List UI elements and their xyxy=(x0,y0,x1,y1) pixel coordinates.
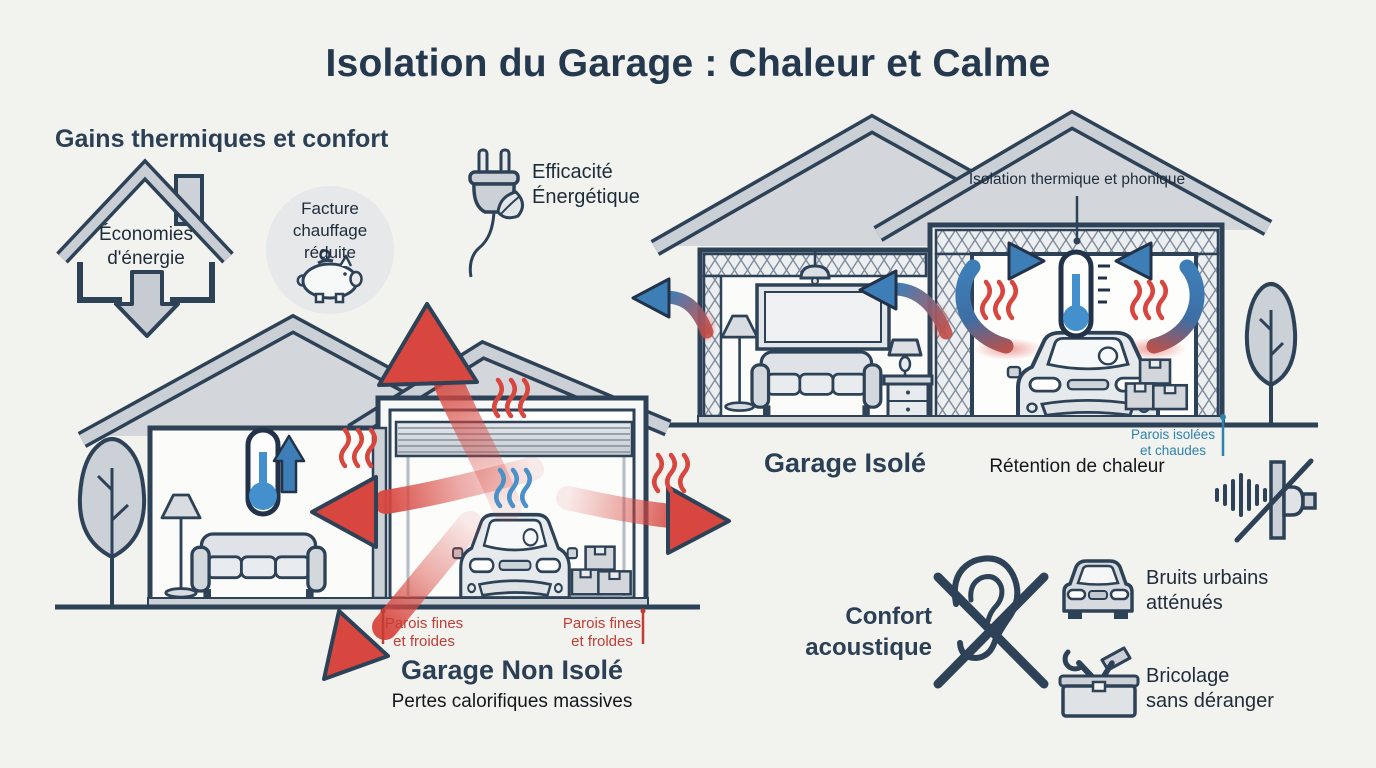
insulated-garage-caption: Rétention de chaleur xyxy=(989,456,1165,477)
callout-lines xyxy=(380,196,1226,644)
heat-retention-arrows xyxy=(631,241,1205,354)
side-table-icon xyxy=(882,338,934,420)
acoustic-section-heading: Confort acoustique xyxy=(805,603,932,662)
diy-toolbox-icon xyxy=(1058,646,1140,718)
piggy-bank-icon xyxy=(296,249,363,304)
thermal-section-heading: Gains thermiques et confort xyxy=(55,125,389,153)
thermometer-warm-icon xyxy=(1058,249,1110,339)
urban-noise-label: Bruits urbains atténués xyxy=(1146,567,1269,615)
insulated-wall-note: Parois isolées et chaudes xyxy=(1130,427,1216,458)
energy-savings-label: Économies d'énergie xyxy=(99,224,193,269)
uninsulated-garage-title: Garage Non Isolé xyxy=(400,655,624,685)
sound-blocked-icon xyxy=(1215,458,1317,543)
reduced-bill-label: Facture chauffage réduite xyxy=(292,199,368,262)
tree-icon xyxy=(77,437,147,605)
urban-noise-car-icon xyxy=(1062,559,1134,619)
pendant-lamp-icon xyxy=(799,252,831,285)
thermometer-cold-icon xyxy=(245,427,281,517)
insulation-callout: Isolation thermique et phonique xyxy=(968,171,1186,188)
page-title: Isolation du Garage : Chaleur et Calme xyxy=(325,42,1051,85)
diy-label: Bricolage sans déranger xyxy=(1146,665,1274,713)
insulated-garage-title: Garage Isolé xyxy=(763,448,927,478)
picture-frame-icon xyxy=(755,283,891,351)
energy-efficiency-plug-icon xyxy=(468,148,524,278)
arrow-up-blue-icon xyxy=(272,434,306,494)
reduced-bill-badge xyxy=(266,186,394,314)
ear-muted-icon xyxy=(933,555,1049,689)
thin-wall-note-right: Parois fines et froldes xyxy=(562,615,642,650)
uninsulated-house-illustration xyxy=(55,313,700,610)
insulated-house-illustration xyxy=(648,109,1318,428)
energy-efficiency-label: Efficacité Énergétique xyxy=(532,161,640,209)
energy-savings-house-icon xyxy=(56,158,234,338)
heat-loss-arrows xyxy=(310,302,731,681)
uninsulated-garage-caption: Pertes calorifiques massives xyxy=(391,691,633,712)
garage-door-icon xyxy=(394,420,634,597)
tree-icon xyxy=(1244,282,1298,423)
thin-wall-note-left: Parois fines et froides xyxy=(384,615,464,650)
heat-waves-icon xyxy=(654,455,688,491)
